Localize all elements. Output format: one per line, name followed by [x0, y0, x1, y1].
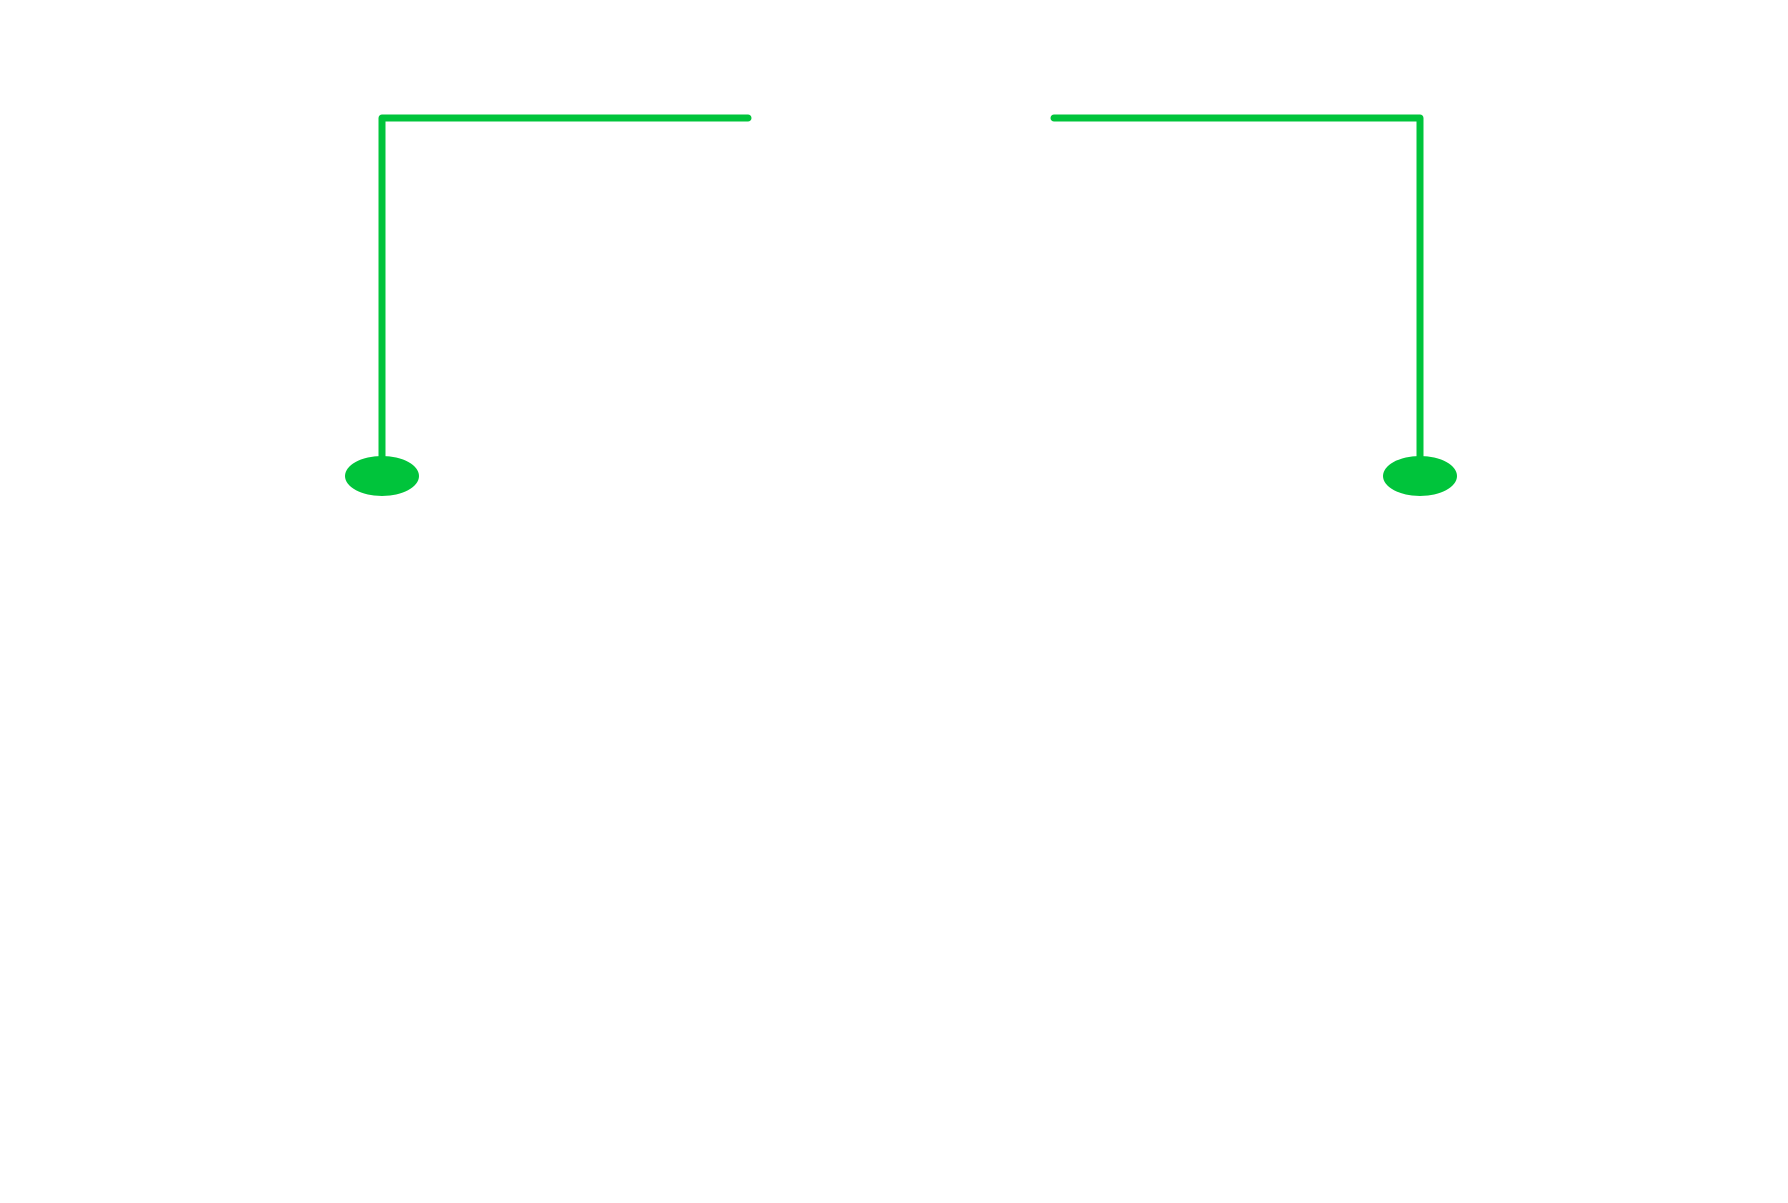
right-bracket-connector: [1050, 114, 1424, 462]
left-terminal-dot: [345, 456, 419, 496]
right-terminal-dot: [1383, 456, 1457, 496]
left-bracket-connector: [378, 114, 752, 462]
